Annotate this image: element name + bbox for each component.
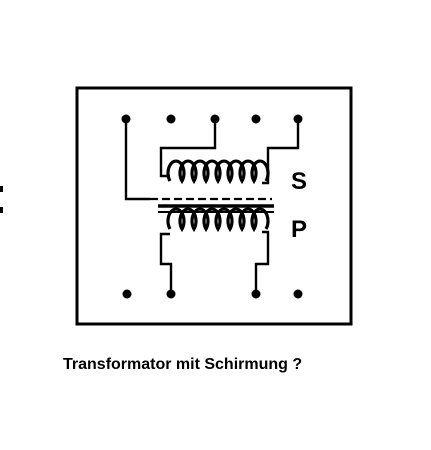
- diagram-caption: Transformator mit Schirmung ?: [63, 356, 303, 373]
- secondary-winding-label: S: [291, 168, 308, 195]
- edge-mark-upper: [0, 186, 3, 192]
- primary-coil: [166, 207, 270, 233]
- edge-mark-lower: [0, 207, 3, 213]
- shield-lead: [124, 119, 150, 201]
- primary-lead-left: [159, 232, 173, 294]
- terminal-top-2: [166, 114, 176, 124]
- terminal-top-4: [251, 114, 261, 124]
- terminal-bottom-4: [293, 289, 303, 299]
- terminal-bottom-1: [122, 289, 132, 299]
- primary-winding-label: P: [291, 216, 308, 243]
- primary-lead-right: [254, 230, 270, 294]
- secondary-lead-left: [159, 119, 217, 178]
- secondary-coil: [166, 159, 270, 185]
- secondary-lead-right: [262, 119, 300, 185]
- diagram-frame: [75, 86, 353, 326]
